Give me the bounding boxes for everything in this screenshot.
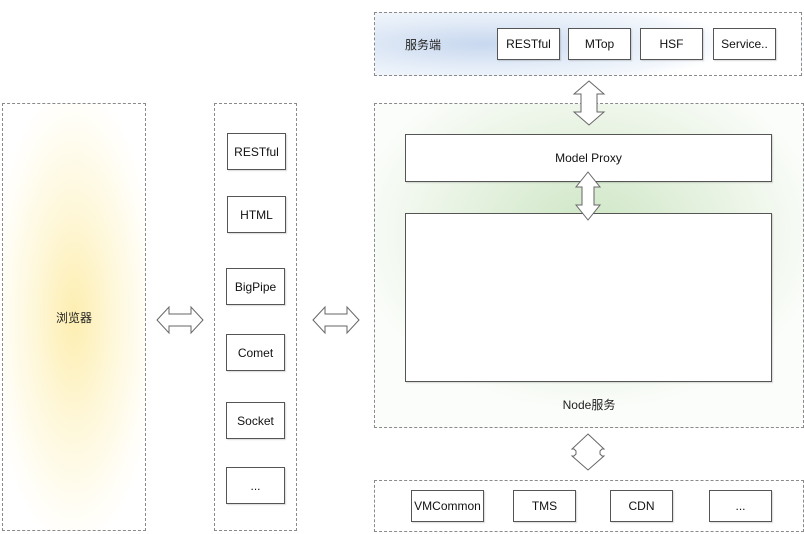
double-arrow-horizontal-icon — [312, 305, 360, 335]
double-arrow-horizontal-icon — [156, 305, 204, 335]
server-hsf: HSF — [640, 28, 703, 60]
node-inner-box — [405, 213, 772, 382]
backend-vmcommon: VMCommon — [411, 490, 484, 522]
double-arrow-vertical-icon — [574, 171, 602, 221]
protocol-comet: Comet — [226, 334, 285, 371]
protocol-bigpipe: BigPipe — [226, 268, 285, 305]
browser-label: 浏览器 — [55, 310, 92, 325]
backend-tms: TMS — [513, 490, 576, 522]
double-arrow-vertical-icon — [570, 433, 606, 471]
server-label: 服务端 — [404, 37, 441, 52]
node-label: Node服务 — [562, 397, 616, 412]
protocol-socket: Socket — [226, 402, 285, 439]
backend-more: ... — [709, 490, 772, 522]
server-restful: RESTful — [497, 28, 560, 60]
protocol-restful: RESTful — [227, 133, 286, 170]
protocol-more: ... — [226, 467, 285, 504]
protocol-html: HTML — [227, 196, 286, 233]
server-mtop: MTop — [568, 28, 631, 60]
browser-panel: 浏览器 — [2, 103, 146, 531]
protocol-panel — [214, 103, 297, 531]
server-service: Service.. — [713, 28, 776, 60]
backend-cdn: CDN — [610, 490, 673, 522]
double-arrow-vertical-icon — [572, 80, 606, 126]
